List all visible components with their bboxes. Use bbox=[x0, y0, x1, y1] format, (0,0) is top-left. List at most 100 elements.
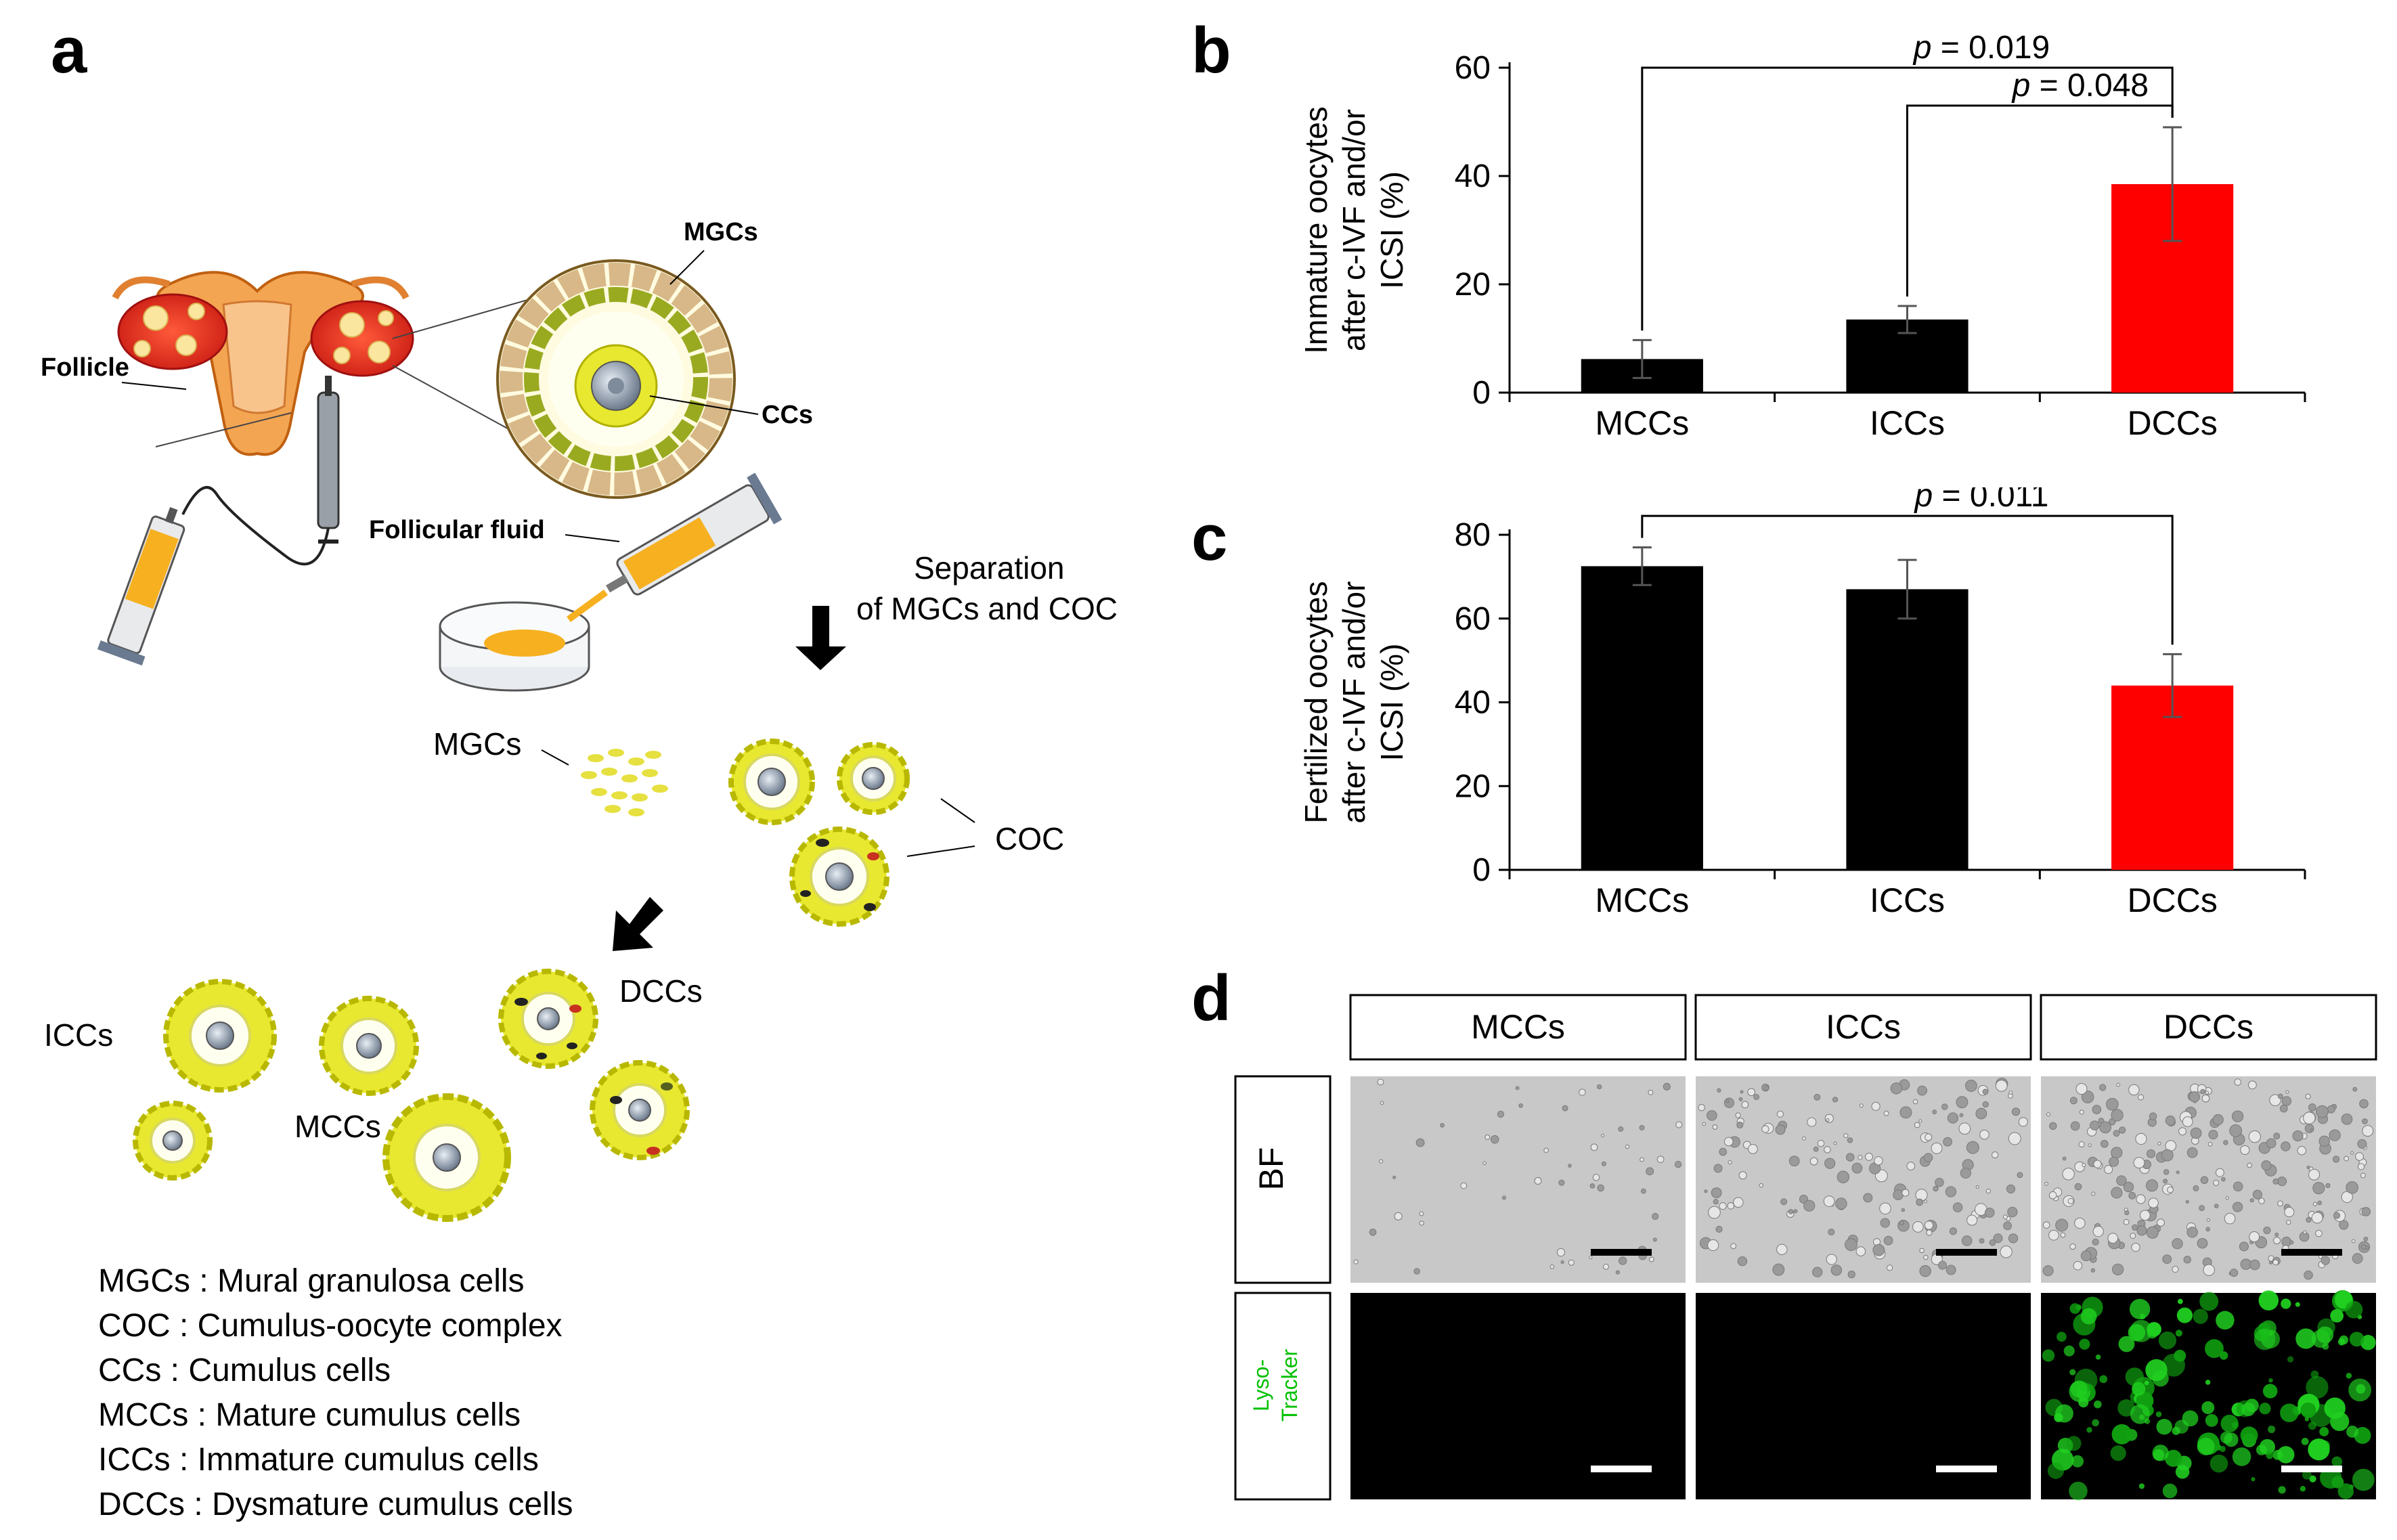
fluorescent-spot bbox=[2300, 1486, 2306, 1492]
cell-speck bbox=[2008, 1132, 2021, 1145]
cell-speck bbox=[2346, 1181, 2359, 1194]
cell-speck bbox=[1961, 1235, 1973, 1246]
fluorescent-spot bbox=[2092, 1419, 2099, 1427]
cell-speck bbox=[1497, 1110, 1505, 1118]
cell-speck bbox=[2107, 1233, 2119, 1244]
cell-speck bbox=[1943, 1137, 1953, 1147]
y-tick-label: 0 bbox=[1472, 375, 1491, 411]
fluorescent-spot bbox=[2272, 1449, 2283, 1460]
cell-speck bbox=[2172, 1238, 2183, 1250]
cell-speck bbox=[1923, 1153, 1933, 1162]
legend-item: MCCs : Mature cumulus cells bbox=[98, 1397, 521, 1433]
cell-speck bbox=[1924, 1220, 1934, 1230]
y-axis-label: Immature oocytes bbox=[1298, 106, 1334, 354]
cell-speck bbox=[1956, 1096, 1969, 1109]
aspiration-syringe bbox=[97, 376, 340, 666]
fluorescent-spot bbox=[2277, 1446, 2295, 1464]
cell-speck bbox=[2208, 1130, 2218, 1140]
x-tick-label: DCCs bbox=[2128, 404, 2218, 442]
cell-speck bbox=[2197, 1237, 2208, 1249]
cell-speck bbox=[1824, 1114, 1834, 1123]
legend-item: COC : Cumulus-oocyte complex bbox=[98, 1308, 563, 1344]
cell-speck bbox=[1837, 1170, 1850, 1183]
row-label-box bbox=[1234, 1075, 1332, 1284]
fluorescent-spot bbox=[2175, 1464, 2190, 1479]
column-header-label: ICCs bbox=[1826, 1008, 1901, 1046]
cell-speck bbox=[1597, 1184, 1604, 1192]
fluorescent-spot bbox=[2130, 1404, 2150, 1424]
cell-speck bbox=[2233, 1181, 2243, 1192]
cell-speck bbox=[2212, 1114, 2224, 1126]
row-label: Tracker bbox=[1277, 1349, 1302, 1422]
cell-speck bbox=[1460, 1182, 1468, 1189]
cell-speck bbox=[1917, 1085, 1927, 1096]
cell-speck bbox=[2207, 1141, 2213, 1147]
cell-speck bbox=[2225, 1196, 2229, 1200]
cell-speck bbox=[2185, 1200, 2189, 1204]
cell-speck bbox=[2215, 1168, 2224, 1177]
legend-item: MGCs : Mural granulosa cells bbox=[98, 1263, 525, 1299]
cell-speck bbox=[1833, 1141, 1837, 1145]
cell-speck bbox=[2303, 1112, 2316, 1124]
cell-speck bbox=[2146, 1226, 2159, 1239]
cell-speck bbox=[2128, 1084, 2140, 1096]
fluorescent-spot bbox=[2220, 1431, 2233, 1444]
fluorescent-spot bbox=[2070, 1380, 2088, 1398]
cell-speck bbox=[1596, 1084, 1602, 1090]
cell-speck bbox=[1543, 1147, 1549, 1153]
cell-speck bbox=[1923, 1254, 1929, 1260]
fluorescent-spot bbox=[2220, 1414, 2239, 1433]
cell-speck bbox=[1619, 1256, 1627, 1265]
cell-speck bbox=[1648, 1256, 1654, 1262]
separation-arrow-icon bbox=[795, 606, 846, 670]
cell-speck bbox=[1723, 1097, 1734, 1108]
p-value: = 0.048 bbox=[2040, 68, 2149, 104]
fluorescent-spot bbox=[2162, 1353, 2185, 1377]
y-axis-label: Fertilized oocytes bbox=[1298, 581, 1334, 824]
cell-speck bbox=[1830, 1264, 1843, 1276]
cell-speck bbox=[1556, 1248, 1566, 1257]
y-tick-label: 60 bbox=[1455, 50, 1491, 86]
fluorescent-spot bbox=[2215, 1444, 2222, 1451]
cell-speck bbox=[2172, 1266, 2179, 1273]
cell-speck bbox=[1912, 1099, 1918, 1105]
cell-speck bbox=[1935, 1177, 1944, 1187]
cell-speck bbox=[1652, 1212, 1659, 1220]
cell-speck bbox=[1817, 1139, 1825, 1147]
cell-speck bbox=[1824, 1158, 1836, 1169]
cell-speck bbox=[1377, 1078, 1384, 1086]
dcc-cluster-1 bbox=[498, 969, 598, 1069]
cell-speck bbox=[1592, 1174, 1600, 1181]
cell-speck bbox=[1899, 1220, 1904, 1226]
cell-speck bbox=[1753, 1094, 1760, 1100]
cell-speck bbox=[1995, 1080, 2008, 1092]
cell-speck bbox=[1380, 1101, 1384, 1105]
cell-speck bbox=[1802, 1136, 1807, 1141]
cell-speck bbox=[1715, 1225, 1723, 1233]
follicular-fluid-label: Follicular fluid bbox=[369, 516, 545, 544]
y-axis-label: ICSI (%) bbox=[1374, 171, 1409, 289]
mgcs-mid-label: MGCs bbox=[433, 726, 521, 762]
cell-speck bbox=[1490, 1135, 1499, 1144]
cell-speck bbox=[1590, 1143, 1598, 1151]
cell-speck bbox=[1863, 1193, 1873, 1203]
p-value-label: p = 0.011 bbox=[1914, 487, 2049, 514]
cell-speck bbox=[1640, 1157, 1645, 1162]
panel-letter-a: a bbox=[51, 14, 87, 87]
fluorescent-spot bbox=[2295, 1302, 2300, 1307]
cell-speck bbox=[2074, 1183, 2082, 1191]
dccs-label: DCCs bbox=[619, 973, 703, 1009]
fluorescent-spot bbox=[2266, 1451, 2274, 1459]
fluorescent-spot bbox=[2287, 1356, 2294, 1363]
cell-speck bbox=[2266, 1138, 2277, 1149]
cell-speck bbox=[1826, 1118, 1830, 1122]
cell-speck bbox=[2111, 1187, 2123, 1199]
fluorescent-spot bbox=[2241, 1402, 2256, 1417]
cell-speck bbox=[1369, 1229, 1377, 1236]
cell-speck bbox=[2183, 1256, 2191, 1264]
cell-speck bbox=[2157, 1141, 2161, 1146]
fluorescent-spot bbox=[2331, 1456, 2343, 1467]
cell-speck bbox=[1711, 1187, 1722, 1199]
cell-speck bbox=[2146, 1149, 2156, 1158]
significance-bracket bbox=[1906, 104, 2174, 296]
